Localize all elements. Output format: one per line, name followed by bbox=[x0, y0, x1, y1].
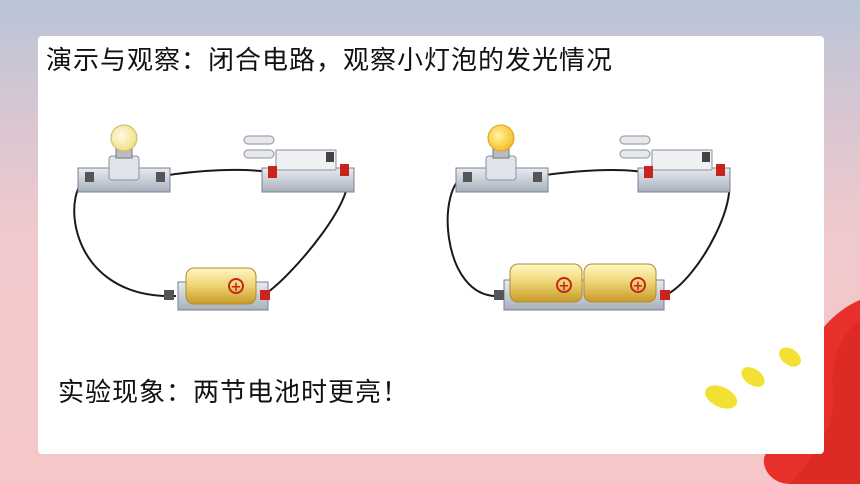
battery-plus-label: + bbox=[633, 279, 644, 294]
battery-plus-label: + bbox=[559, 279, 570, 294]
slide-title: 演示与观察：闭合电路，观察小灯泡的发光情况 bbox=[46, 46, 614, 76]
content-card bbox=[38, 36, 824, 454]
battery-plus-label: + bbox=[231, 280, 242, 295]
left-circuit: + bbox=[73, 124, 355, 311]
switch-right bbox=[619, 135, 731, 193]
bulb-dim-icon bbox=[110, 124, 138, 152]
bulb-bright-icon bbox=[487, 124, 515, 152]
bulb-stand-right bbox=[455, 124, 549, 193]
right-circuit: + + bbox=[446, 124, 731, 311]
bulb-stand-left bbox=[77, 124, 171, 193]
battery-holder-right: + + bbox=[494, 263, 670, 311]
experiment-result: 实验现象：两节电池时更亮！ bbox=[58, 378, 410, 408]
switch-left bbox=[243, 135, 355, 193]
battery-holder-left: + bbox=[164, 267, 270, 311]
